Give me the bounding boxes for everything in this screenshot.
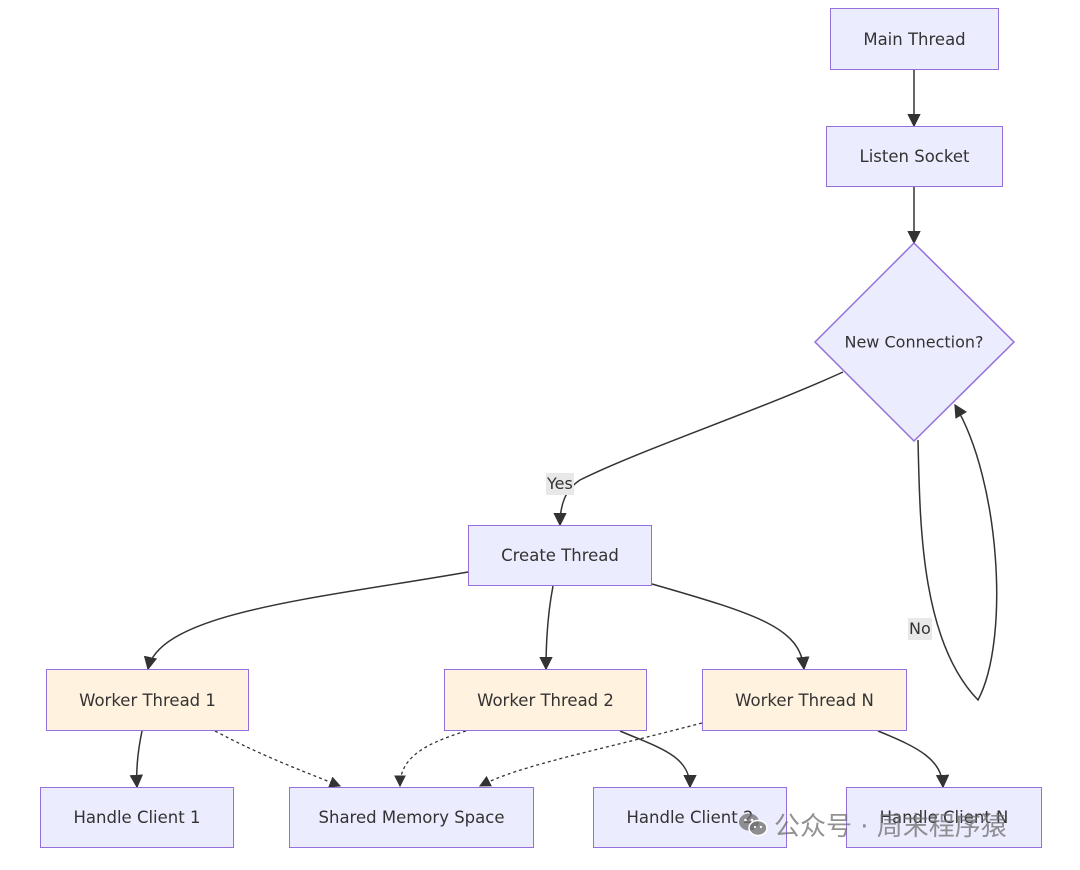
node-shared-memory-space: Shared Memory Space	[289, 787, 534, 848]
watermark: 公众号 · 周末程序猿	[738, 806, 1007, 843]
edge-worker-n-to-shared	[478, 722, 703, 787]
node-main-thread: Main Thread	[830, 8, 999, 70]
node-handle-client-1: Handle Client 1	[40, 787, 234, 848]
watermark-text: 公众号 · 周末程序猿	[774, 812, 1007, 842]
node-worker-thread-2: Worker Thread 2	[444, 669, 647, 731]
edge-worker-2-to-shared	[394, 730, 467, 788]
node-new-connection-label: New Connection?	[844, 332, 984, 352]
edge-worker-2-to-client-2	[619, 730, 697, 789]
node-listen-socket: Listen Socket	[826, 126, 1003, 187]
node-handle-client-n: Handle Client N	[846, 787, 1042, 848]
edge-label-yes: Yes	[546, 473, 574, 495]
edge-label-no: No	[908, 618, 932, 640]
edge-worker-n-to-client-n	[877, 730, 950, 789]
edge-create-to-worker-2	[539, 585, 554, 671]
edge-decision-no-loop	[917, 403, 998, 702]
edge-worker-1-to-client-1	[129, 730, 144, 789]
edge-create-to-worker-1	[143, 571, 469, 671]
wechat-icon	[739, 813, 768, 836]
node-worker-thread-1: Worker Thread 1	[46, 669, 249, 731]
edge-decision-yes	[553, 371, 844, 527]
node-worker-thread-n: Worker Thread N	[702, 669, 907, 731]
node-create-thread: Create Thread	[468, 525, 652, 586]
decision-diamond	[813, 241, 1016, 443]
edge-worker-1-to-shared	[214, 730, 342, 788]
edge-create-to-worker-n	[651, 583, 810, 671]
